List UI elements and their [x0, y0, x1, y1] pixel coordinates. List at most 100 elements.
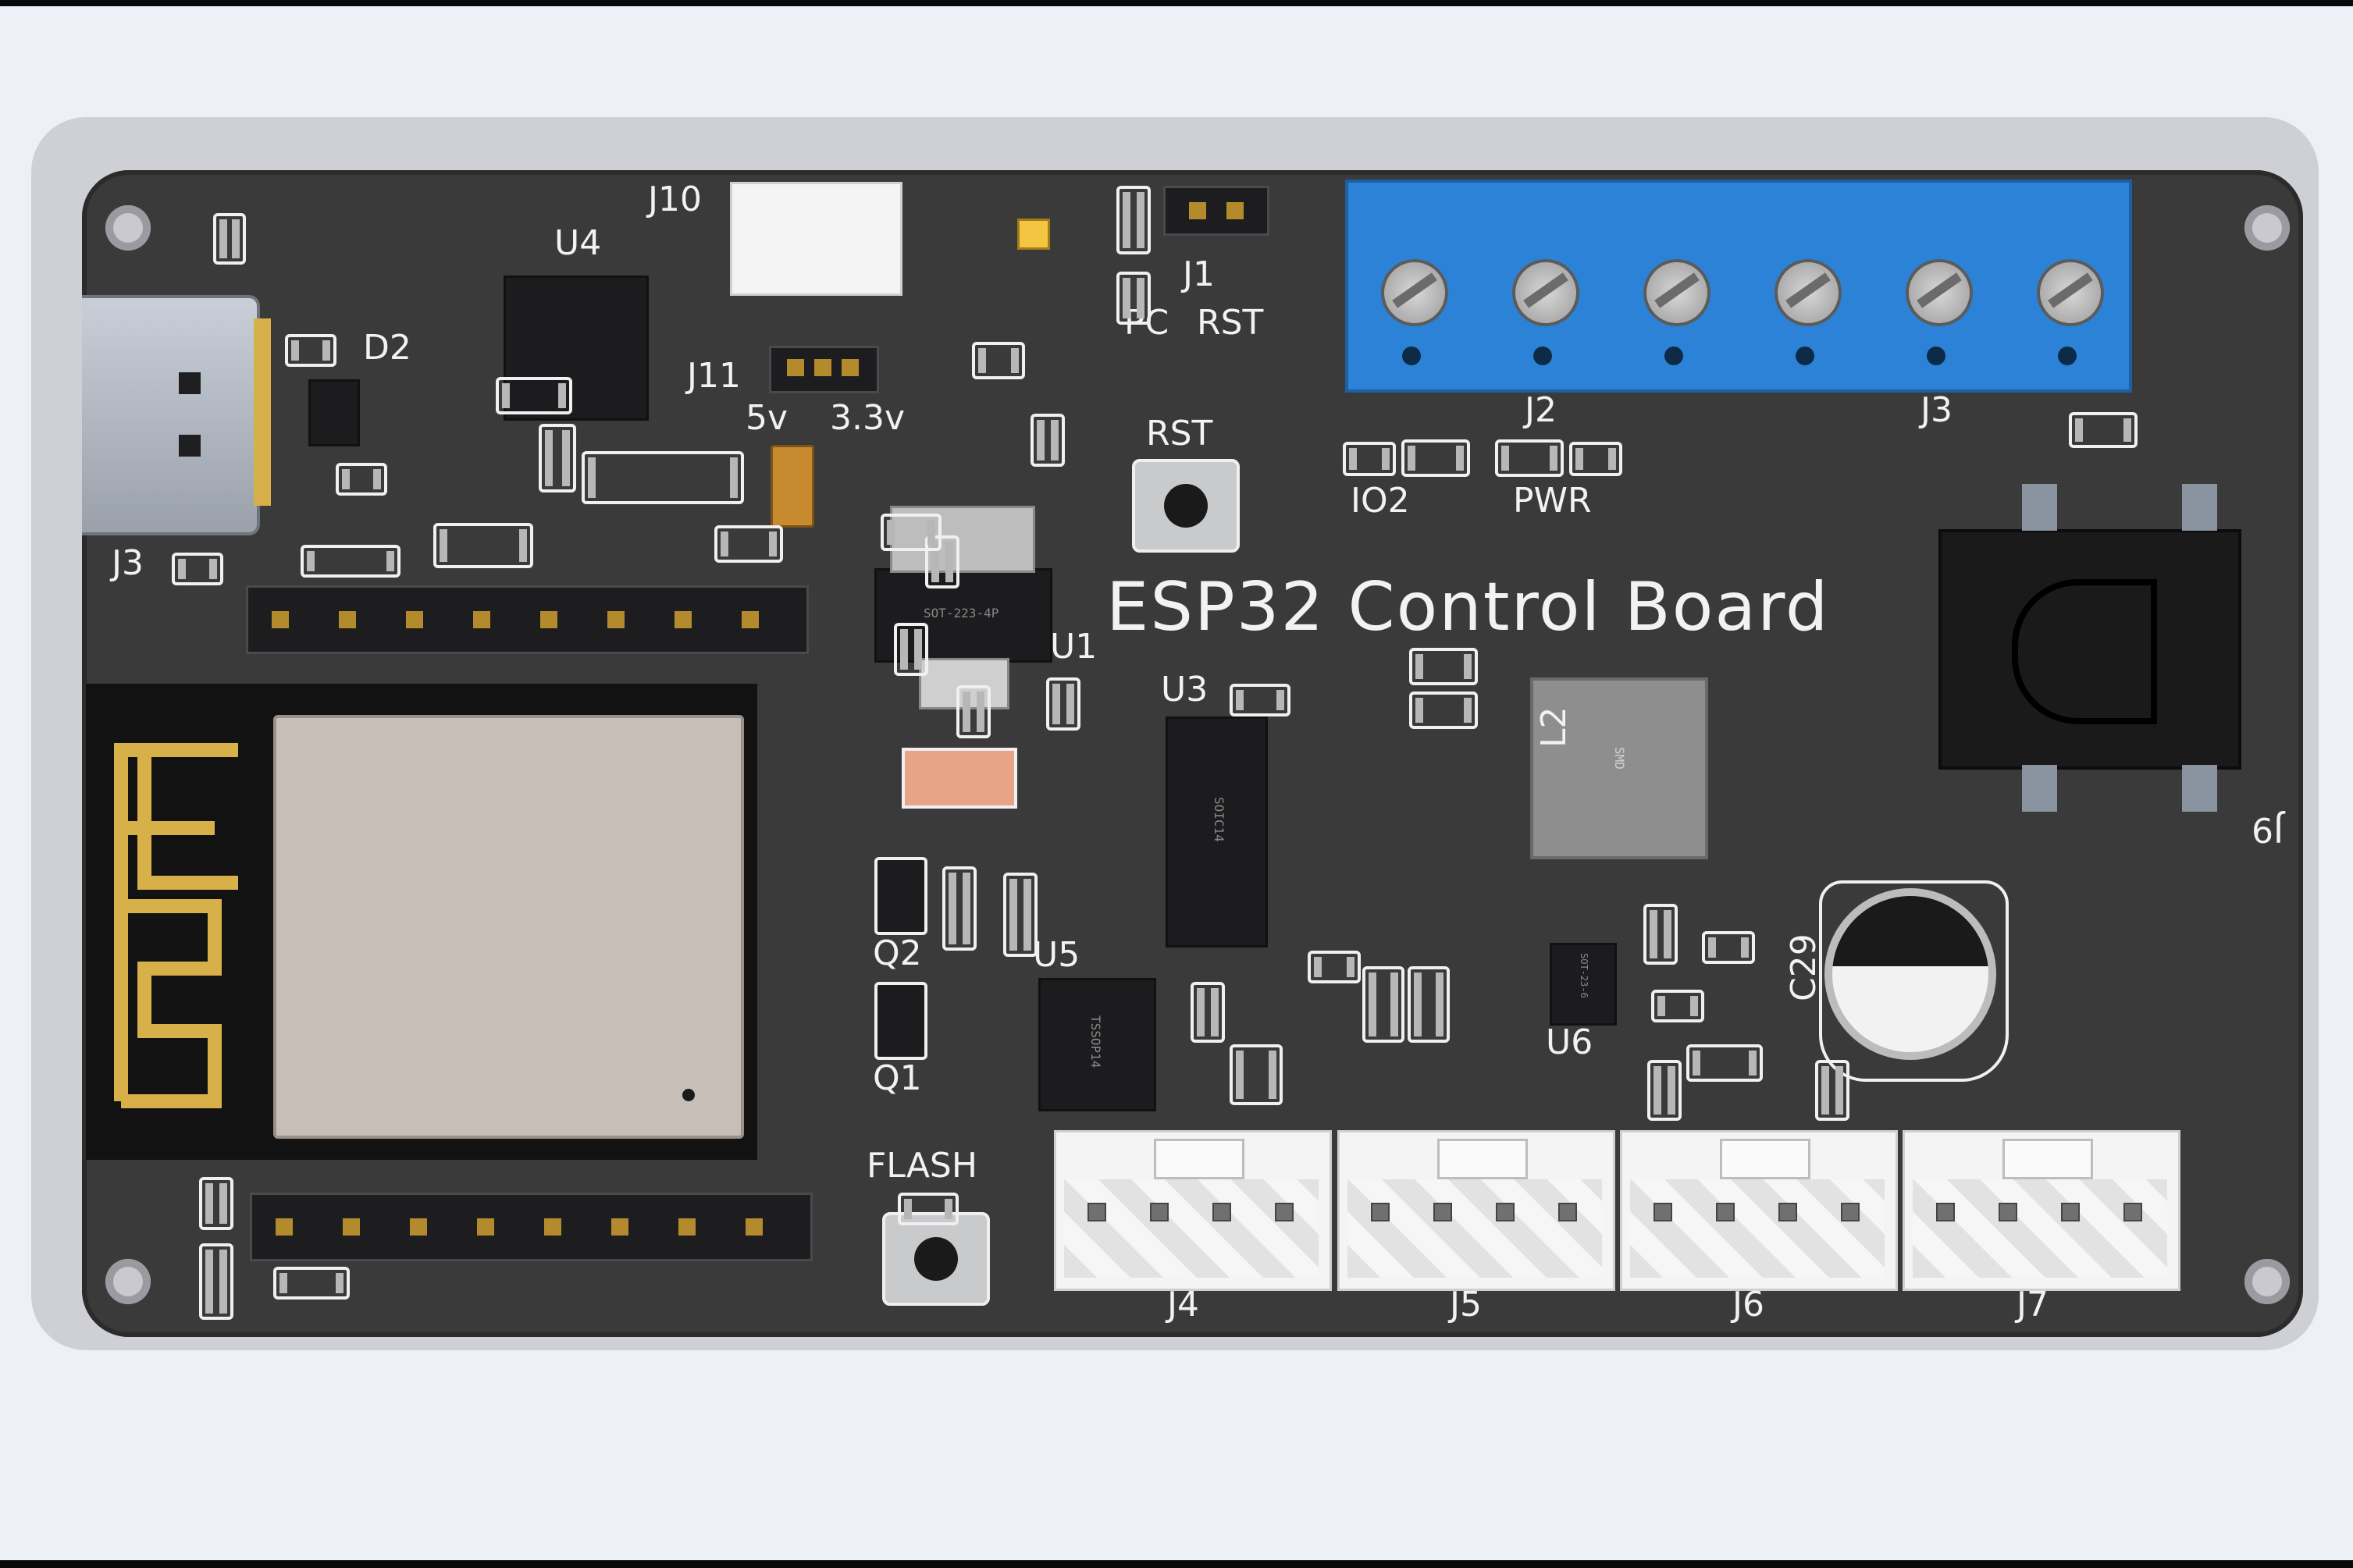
- label-q2: Q2: [873, 933, 922, 973]
- d2-chip: [308, 379, 360, 446]
- dc-jack-pin: [2182, 484, 2217, 531]
- label-rst-button: RST: [1146, 414, 1213, 453]
- u5-chip: TSSOP14: [1038, 978, 1156, 1111]
- j7-connector[interactable]: [1903, 1130, 2180, 1291]
- j11-header[interactable]: [769, 346, 879, 393]
- smd-pad: [1343, 442, 1396, 476]
- label-pwr: PWR: [1513, 481, 1592, 521]
- smd-pad: [1230, 1044, 1283, 1105]
- j10-connector[interactable]: [730, 182, 902, 296]
- smd-pad: [956, 685, 991, 738]
- top-pin-header[interactable]: [246, 585, 809, 654]
- smd-pad: [1409, 648, 1478, 685]
- smd-pad: [1647, 1060, 1682, 1121]
- screw-terminal-block[interactable]: [1345, 180, 2132, 393]
- j1-header[interactable]: [1163, 186, 1269, 236]
- smd-pad: [1569, 442, 1622, 476]
- smd-pad: [1230, 684, 1290, 716]
- u6-marking: SOT-23-6: [1579, 953, 1589, 998]
- io2-led: [1401, 439, 1470, 477]
- j6-connector[interactable]: [1620, 1130, 1898, 1291]
- smd-pad: [582, 451, 744, 504]
- label-j10: J10: [648, 180, 702, 219]
- l2-marking: SMD: [1612, 747, 1627, 770]
- u6-chip: SOT-23-6: [1550, 943, 1617, 1026]
- label-u1: U1: [1050, 627, 1098, 667]
- u3-marking: SOIC14: [1212, 797, 1226, 842]
- smd-pad: [925, 535, 959, 588]
- mounting-hole-bottom-left: [105, 1259, 151, 1304]
- smd-pad: [539, 424, 576, 492]
- mounting-hole-bottom-right: [2244, 1259, 2290, 1304]
- u4-chip: [504, 276, 649, 421]
- usb-c-connector[interactable]: [82, 295, 260, 535]
- pwr-led: [1495, 439, 1564, 477]
- smd-pad: [1409, 692, 1478, 729]
- label-j3-usb: J3: [112, 543, 144, 583]
- label-j1: J1: [1183, 254, 1215, 294]
- label-j7: J7: [2017, 1285, 2049, 1324]
- fuse: [902, 748, 1017, 809]
- mounting-hole-top-right: [2244, 205, 2290, 251]
- smd-pad: [1408, 966, 1450, 1043]
- l2-inductor: SMD: [1530, 677, 1708, 859]
- smd-pad: [881, 514, 942, 551]
- q2-transistor: [874, 857, 927, 935]
- u5-marking: TSSOP14: [1088, 1015, 1103, 1068]
- smd-pad: [1046, 677, 1080, 731]
- label-u6: U6: [1546, 1022, 1593, 1062]
- antenna-trace: [114, 743, 238, 1108]
- pcb-board: J3 D2 U4 J10 J11 5v 3.3v J1 PC RST: [82, 170, 2303, 1337]
- smd-pad: [301, 545, 400, 578]
- status-led: [1017, 219, 1050, 250]
- j5-connector[interactable]: [1337, 1130, 1615, 1291]
- smd-pad: [496, 377, 572, 414]
- smd-pad: [898, 1193, 959, 1225]
- smd-pad: [972, 342, 1025, 379]
- label-j3-terminal: J3: [1920, 390, 1953, 430]
- smd-pad: [285, 334, 336, 367]
- esp32-module: [86, 684, 757, 1160]
- smd-pad: [1308, 951, 1361, 983]
- smd-pad: [1702, 931, 1755, 964]
- smd-pad: [1003, 873, 1038, 957]
- label-u3: U3: [1161, 670, 1209, 709]
- label-c29: C29: [1784, 933, 1824, 1001]
- c29-outline: [1819, 880, 2009, 1082]
- dc-power-jack[interactable]: [1938, 529, 2241, 770]
- mounting-hole-top-left: [105, 205, 151, 251]
- smd-pad: [942, 866, 977, 951]
- reset-button[interactable]: [1132, 459, 1240, 553]
- bottom-border: [0, 1560, 2353, 1568]
- dc-jack-pin: [2022, 765, 2057, 812]
- smd-pad: [1031, 414, 1065, 467]
- label-d2: D2: [363, 328, 411, 368]
- top-border: [0, 0, 2353, 6]
- q1-transistor: [874, 982, 927, 1060]
- flash-button[interactable]: [882, 1212, 990, 1306]
- smd-pad: [273, 1267, 350, 1300]
- smd-pad: [336, 463, 387, 496]
- smd-pad: [714, 525, 783, 563]
- smd-pad: [213, 213, 246, 265]
- bottom-pin-header[interactable]: [250, 1193, 813, 1261]
- label-j2: J2: [1525, 390, 1557, 430]
- smd-pad: [1191, 982, 1225, 1043]
- u1-tab-pins: [890, 506, 1035, 573]
- smd-pad: [1116, 272, 1151, 325]
- label-j9: J9: [2252, 809, 2284, 849]
- smd-pad: [433, 523, 533, 568]
- label-j5: J5: [1450, 1285, 1482, 1324]
- smd-pad: [1116, 186, 1151, 254]
- label-u4: U4: [554, 223, 602, 263]
- smd-pad: [1362, 966, 1404, 1043]
- j4-connector[interactable]: [1054, 1130, 1332, 1291]
- label-j11: J11: [687, 356, 741, 396]
- label-rst-header: RST: [1197, 303, 1264, 343]
- label-q1: Q1: [873, 1058, 922, 1098]
- dc-jack-pin: [2182, 765, 2217, 812]
- label-3v3: 3.3v: [830, 398, 906, 438]
- smd-pad: [199, 1243, 233, 1320]
- label-flash: FLASH: [867, 1146, 977, 1186]
- smd-pad: [1651, 990, 1704, 1022]
